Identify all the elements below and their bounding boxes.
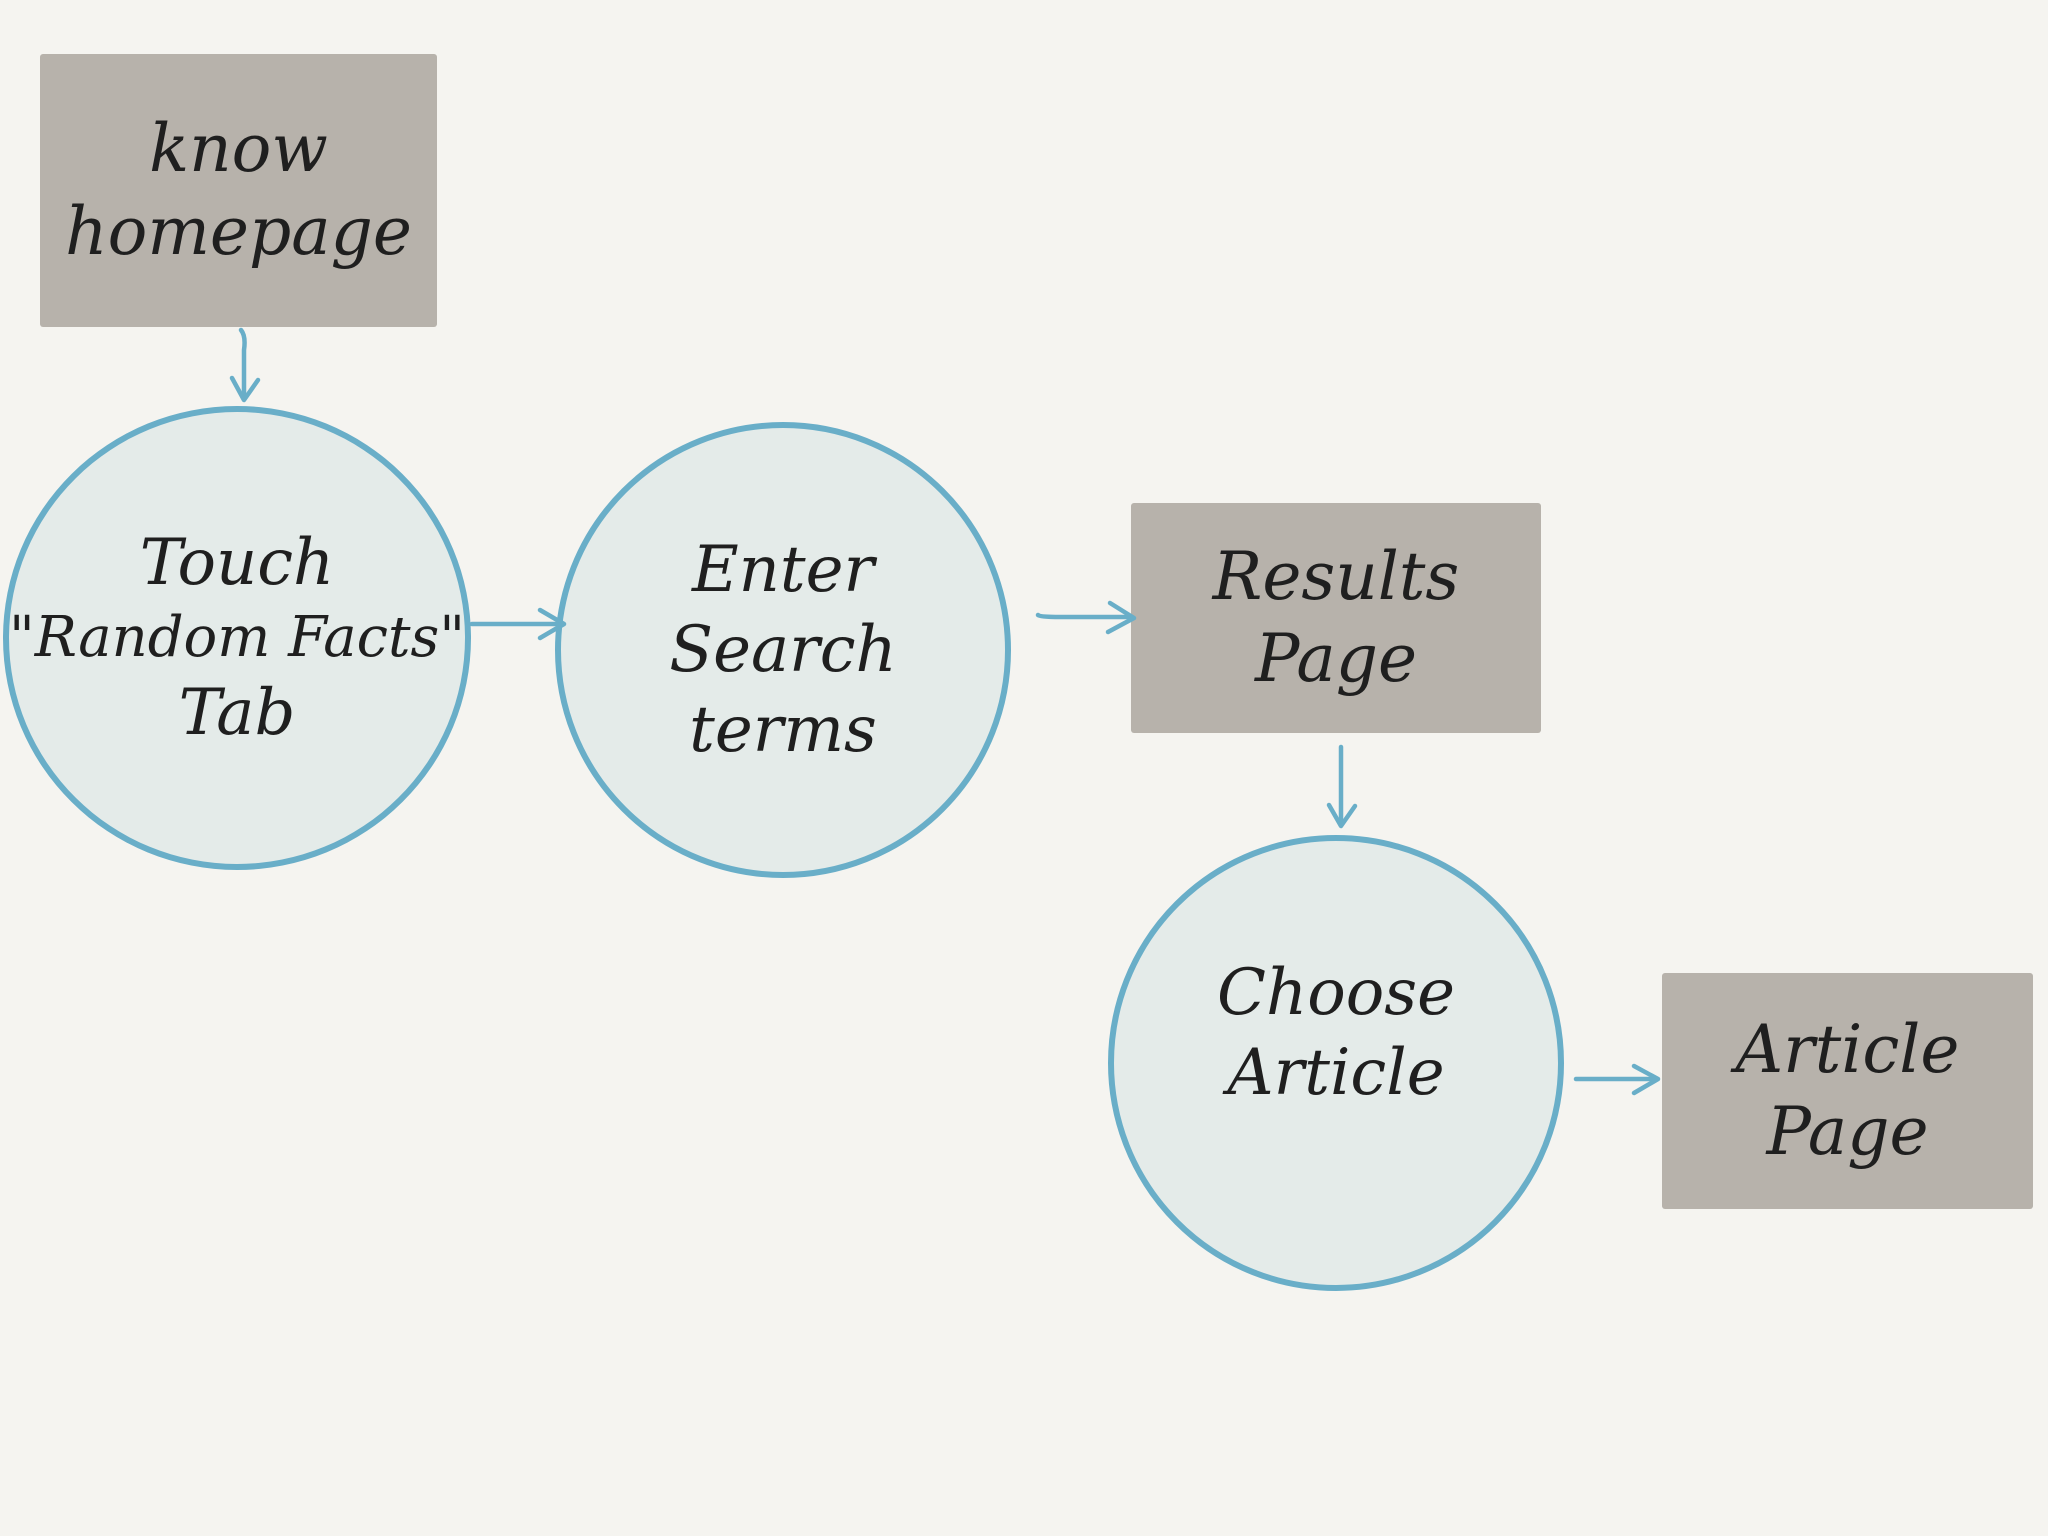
node-touch-tab-circle: Touch "Random Facts" Tab — [3, 406, 471, 870]
node-article-page-line2: Page — [1766, 1093, 1929, 1170]
arrow-touch-tab-to-enter-search — [469, 607, 567, 641]
node-touch-tab-line1: Touch — [139, 526, 335, 600]
arrow-choose-article-to-article-page — [1573, 1063, 1661, 1096]
node-enter-search-circle: Enter Search terms — [555, 422, 1011, 878]
node-article-page-line1: Article — [1735, 1010, 1960, 1088]
node-choose-article-circle: Choose Article — [1108, 835, 1564, 1291]
node-homepage-label: know homepage — [40, 54, 437, 327]
node-touch-tab-line3: Tab — [178, 676, 296, 750]
node-choose-article-line2: Article — [1227, 1036, 1445, 1110]
node-enter-search-line3: terms — [689, 693, 877, 767]
arrow-results-page-to-choose-article — [1326, 744, 1358, 829]
arrow-homepage-to-touch-tab — [229, 327, 261, 403]
node-touch-tab-label: Touch "Random Facts" Tab — [9, 412, 465, 864]
node-article-page-box: Article Page — [1662, 973, 2033, 1209]
node-results-page-line1: Results — [1212, 537, 1460, 615]
node-results-page-box: Results Page — [1131, 503, 1541, 733]
node-homepage-line1: know — [149, 110, 328, 187]
node-enter-search-label: Enter Search terms — [561, 428, 1005, 872]
arrow-enter-search-to-results-page — [1035, 600, 1137, 635]
node-enter-search-line2: Search — [669, 613, 897, 687]
node-enter-search-line1: Enter — [691, 533, 875, 607]
node-results-page-label: Results Page — [1131, 503, 1541, 733]
node-choose-article-line1: Choose — [1217, 956, 1455, 1030]
node-article-page-label: Article Page — [1662, 973, 2033, 1209]
node-touch-tab-line2: "Random Facts" — [9, 605, 465, 670]
node-homepage-box: know homepage — [40, 54, 437, 327]
node-results-page-line2: Page — [1254, 620, 1418, 697]
node-homepage-line2: homepage — [65, 192, 412, 270]
node-choose-article-label: Choose Article — [1114, 841, 1558, 1285]
